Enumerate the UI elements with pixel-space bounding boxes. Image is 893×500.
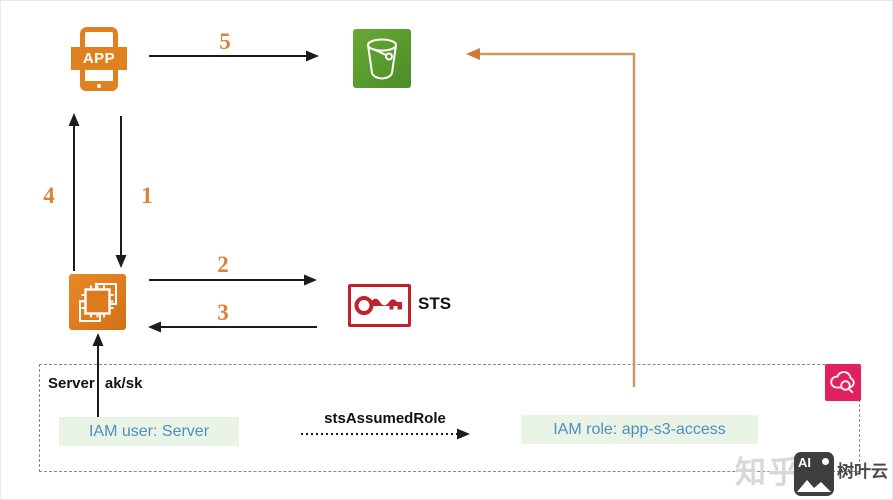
- bucket-glyph-icon: [367, 38, 397, 80]
- sts-caption: STS: [418, 294, 452, 313]
- watermark-ai-badge: AI: [794, 452, 834, 496]
- dashed-boundary-box: [39, 364, 860, 472]
- server-compute-icon: [69, 274, 126, 330]
- s3-bucket-icon: [353, 29, 411, 88]
- iam-role-box: IAM role: app-s3-access: [521, 415, 758, 444]
- phone-home-dot: [97, 84, 101, 88]
- watermark-site-text: 知乎: [735, 455, 801, 490]
- iam-user-box: IAM user: Server: [59, 417, 239, 446]
- ai-badge-label: AI: [798, 455, 811, 470]
- server-credentials-label: Server ak/sk: [48, 375, 143, 392]
- arrowhead-up-icon: [92, 333, 104, 346]
- step-label-4: 4: [43, 183, 55, 208]
- cloud-search-icon: [825, 364, 861, 401]
- key-glyph-icon: [354, 296, 402, 315]
- chip-glyph-icon: [79, 283, 117, 322]
- cloud-magnifier-glyph-icon: [830, 371, 855, 394]
- arrowhead-left-icon: [148, 321, 161, 333]
- sts-assume-role-label: stsAssumedRole: [324, 410, 446, 427]
- step-label-3: 3: [217, 300, 229, 325]
- arrow-step-4: [68, 113, 80, 271]
- sts-key-icon: [348, 284, 411, 327]
- mountain-image-icon: [797, 480, 831, 492]
- step-label-1: 1: [141, 183, 153, 208]
- sun-dot-icon: [822, 458, 829, 465]
- arrowhead-down-icon: [115, 255, 127, 268]
- arrowhead-right-icon: [304, 274, 317, 286]
- app-banner-label: APP: [71, 47, 127, 70]
- app-client-icon: APP: [71, 27, 127, 91]
- arrow-step-1: [115, 116, 127, 268]
- arrowhead-left-icon: [466, 48, 480, 60]
- watermark-author-text: 树叶云: [837, 462, 888, 481]
- step-label-5: 5: [219, 29, 231, 54]
- arrowhead-right-icon: [306, 50, 319, 62]
- arrowhead-up-icon: [68, 113, 80, 126]
- arrow-role-grants-s3: [466, 48, 636, 387]
- step-label-2: 2: [217, 252, 229, 277]
